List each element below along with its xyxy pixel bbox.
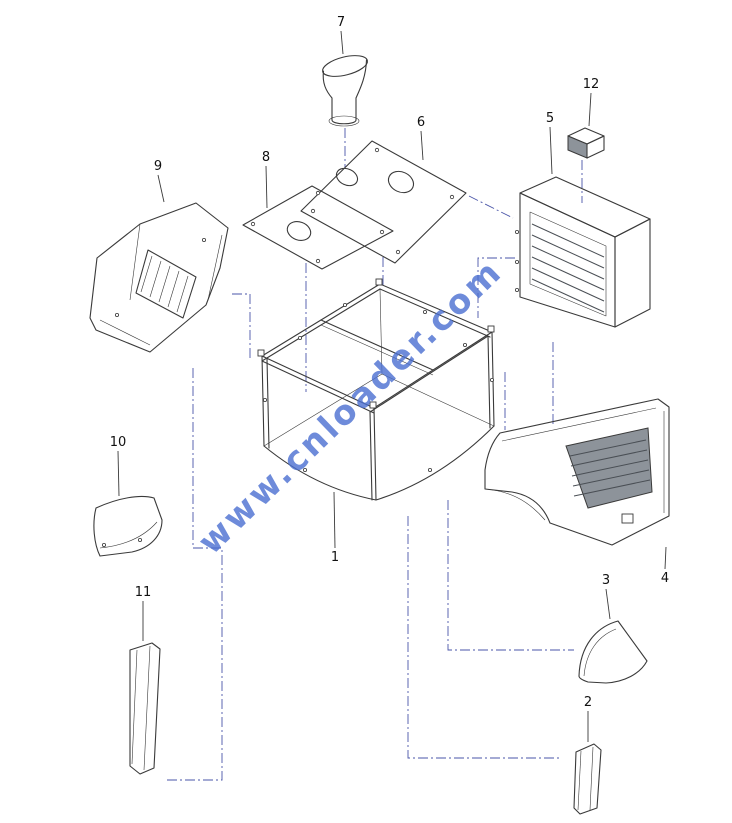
part-drawing-lower-right-strip [573,743,602,815]
part-drawing-left-side-panel [89,202,229,353]
part-label-8: 8 [262,150,270,165]
part-drawing-rear-grille-door [515,176,651,328]
part-label-10: 10 [110,435,127,450]
leader-lines [164,128,583,781]
watermark: www.cnloader.com [190,251,510,562]
part-label-9: 9 [154,159,162,174]
part-drawing-right-corner-panel [578,620,648,684]
part-label-2: 2 [584,695,592,710]
part-drawing-cab-main-frame [257,278,495,501]
part-label-4: 4 [661,571,669,586]
label-lines [117,30,667,742]
part-drawing-left-corner-panel [93,495,163,557]
part-label-11: 11 [135,585,152,600]
part-labels: 7 12 6 5 8 9 10 1 3 4 11 2 [110,15,669,710]
part-label-12: 12 [583,77,600,92]
part-label-1: 1 [331,550,339,565]
part-drawing-left-lower-strip [129,642,161,775]
part-drawing-right-side-panel [484,398,670,546]
part-drawing-air-intake-spout [322,55,368,127]
part-label-5: 5 [546,111,554,126]
part-drawing-roof-panel-upper [300,140,467,264]
part-label-6: 6 [417,115,425,130]
part-drawing-small-bracket [567,127,605,159]
part-label-7: 7 [337,15,345,30]
part-label-3: 3 [602,573,610,588]
part-drawing-roof-panel-lower [242,185,394,270]
